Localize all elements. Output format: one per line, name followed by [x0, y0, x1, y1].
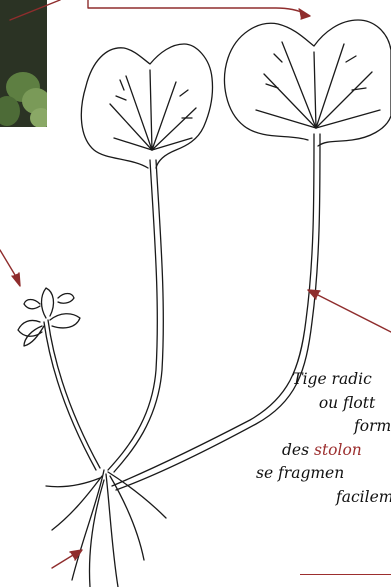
small-leaf — [81, 44, 212, 168]
large-leaf — [225, 20, 391, 146]
arrow-icon — [10, 0, 60, 20]
arrow-icon — [308, 290, 391, 332]
caption-line: se fragmen — [256, 462, 391, 486]
roots — [46, 470, 166, 587]
caption-underline — [300, 574, 391, 575]
caption-text: Tige radic ou flott form des stolon se f… — [262, 368, 391, 509]
caption-line: ou flott — [262, 392, 391, 416]
caption-line: des stolon — [262, 439, 391, 463]
caption-line: Tige radic — [262, 368, 391, 392]
caption-prefix: des — [282, 441, 314, 459]
caption-line: form — [262, 415, 391, 439]
bud — [18, 288, 100, 470]
arrow-icon — [0, 250, 20, 286]
stolon-term: stolon — [314, 441, 362, 459]
arrow-icon — [88, 0, 310, 19]
caption-line: facilem — [262, 486, 391, 510]
